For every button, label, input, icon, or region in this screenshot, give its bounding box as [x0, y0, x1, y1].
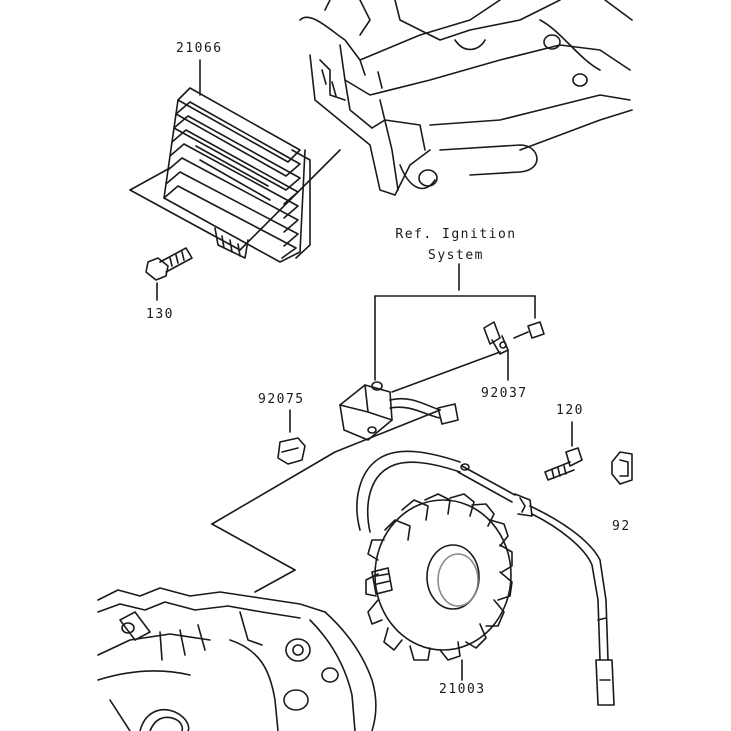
- reference-label: Ref. Ignition System: [386, 224, 526, 266]
- frame-bracket: [299, 0, 633, 196]
- right-margin: [634, 0, 731, 731]
- part-label-21066: 21066: [176, 41, 223, 56]
- pickup-coil: [339, 351, 501, 441]
- grommet-92075: [277, 409, 306, 465]
- stator-leader: [211, 409, 441, 593]
- crankcase-cover: [97, 587, 377, 731]
- part-label-92075: 92075: [258, 392, 305, 407]
- part-label-120: 120: [556, 403, 584, 418]
- reference-line-1: Ref. Ignition: [395, 227, 517, 242]
- part-label-92-edge: 92: [612, 519, 631, 534]
- clamp-92037: [483, 321, 545, 381]
- part-label-130: 130: [146, 307, 174, 322]
- bolt-130: [145, 247, 193, 301]
- part-label-92037: 92037: [481, 386, 528, 401]
- regulator-rectifier: [129, 59, 341, 263]
- bolt-120: [544, 421, 583, 481]
- reference-leader: [374, 263, 536, 381]
- nut-edge: [611, 451, 633, 485]
- stator-harness: [356, 450, 615, 706]
- reference-line-2: System: [428, 248, 484, 263]
- stator-coil: [365, 493, 513, 681]
- part-label-21003: 21003: [439, 682, 486, 697]
